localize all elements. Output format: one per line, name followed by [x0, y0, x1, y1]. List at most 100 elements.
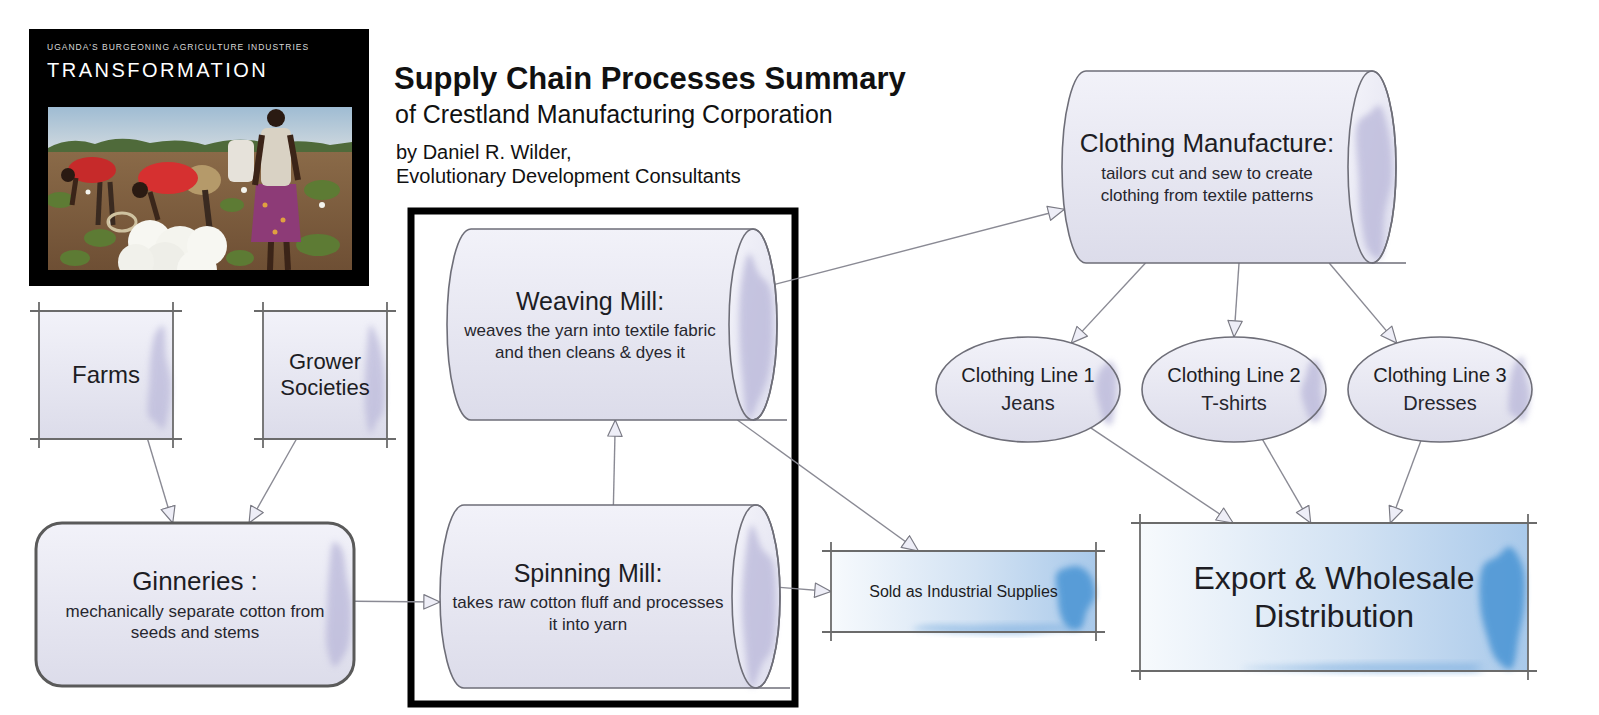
photo-cotton [177, 250, 217, 270]
box-edge [1527, 514, 1529, 680]
photo-cotton [118, 244, 154, 270]
photo-boll [241, 187, 247, 193]
node-heading: Grower Societies [275, 349, 375, 402]
photo-figure [205, 190, 210, 232]
box-edge [1139, 514, 1141, 680]
flow-arrow [148, 439, 173, 523]
cylinder-edge [440, 505, 780, 688]
panel-ground [29, 29, 369, 286]
node-body: takes raw cotton fluff and processes it … [450, 592, 726, 635]
cylinder-shade [742, 525, 776, 688]
node-body: weaves the yarn into textile fabric and … [457, 320, 723, 363]
photo-figure [61, 168, 75, 182]
box-shade [1056, 566, 1095, 630]
photo-basket [108, 213, 136, 231]
product-ellipse: Clothing Line 1 Jeans [936, 337, 1120, 442]
diagram-title: Supply Chain Processes Summary [394, 60, 906, 97]
product-ellipse: Clothing Line 2 T-shirts [1142, 337, 1326, 442]
node-outline [1140, 523, 1528, 671]
ellipse-fill [1142, 337, 1326, 442]
node-heading: Spinning Mill: [450, 558, 726, 588]
node-body: T-shirts [1157, 391, 1312, 416]
node-body: Jeans [951, 391, 1106, 416]
panel-heading: TRANSFORMATION [47, 58, 268, 82]
box-edge [30, 438, 182, 440]
flow-arrow [613, 420, 615, 505]
node-text: Spinning Mill: takes raw cotton fluff and… [450, 558, 726, 635]
photo-boll [86, 190, 91, 195]
node-outline [936, 337, 1120, 442]
box-edge [36, 523, 354, 686]
node-heading: Clothing Line 1 [951, 363, 1106, 387]
box-shade [326, 542, 351, 667]
node-outline [1142, 337, 1326, 442]
photo-figure [267, 109, 285, 127]
node-body: mechanically separate cotton from seeds … [54, 601, 336, 644]
cotton-photo [48, 107, 352, 270]
box-shade [148, 326, 171, 430]
photo-boll [319, 202, 325, 208]
photo-plant [48, 192, 74, 208]
source-box: Farms [39, 311, 173, 439]
outlet-box: Export & Wholesale Distribution [1140, 523, 1528, 671]
box-fill [1140, 523, 1528, 671]
box-fill [263, 311, 387, 439]
box-edge [254, 310, 396, 312]
box-edge [822, 550, 1105, 552]
ellipse-fill [936, 337, 1120, 442]
ellipse-edge [1142, 337, 1326, 442]
node-outline [1348, 337, 1532, 442]
box-edge [1131, 522, 1537, 524]
photo-figure [281, 218, 286, 223]
photo-figure [263, 203, 268, 208]
box-shade [1479, 547, 1524, 670]
photo-figure [251, 184, 301, 242]
cylinder-edge [1372, 262, 1406, 263]
node-text: Clothing Line 3Dresses [1363, 363, 1518, 416]
cylinder-edge [1348, 71, 1396, 263]
cylinder-face [1348, 71, 1396, 263]
node-heading: Export & Wholesale Distribution [1152, 559, 1516, 636]
author-line: by Daniel R. Wilder, [396, 140, 572, 164]
cylinder-edge [729, 229, 777, 420]
flow-arrow [1329, 263, 1397, 343]
node-text: Clothing Manufacture:tailors cut and sew… [1072, 128, 1342, 206]
flow-arrow [354, 601, 440, 603]
photo-figure [132, 182, 148, 198]
node-text: Clothing Line 1 Jeans [951, 363, 1106, 416]
box-edge [262, 302, 264, 448]
node-heading: Weaving Mill: [457, 286, 723, 316]
flow-arrow [249, 439, 296, 523]
box-edge [1095, 542, 1097, 641]
node-heading: Clothing Line 2 [1157, 363, 1312, 387]
box-edge [822, 631, 1105, 633]
box-edge [254, 438, 396, 440]
cylinder-face [729, 229, 777, 420]
product-ellipse: Clothing Line 3Dresses [1348, 337, 1532, 442]
photo-panel [29, 29, 369, 290]
outlet-box: Sold as Industrial Supplies [831, 551, 1096, 632]
photo-sky [48, 107, 352, 157]
cylinder-edge [1062, 71, 1396, 263]
cylinder-fill [1062, 71, 1396, 263]
node-heading: Ginneries : [54, 566, 336, 597]
flow-arrow [775, 209, 1065, 284]
cylinder-fill [440, 505, 780, 688]
photo-plant [304, 180, 340, 200]
cylinder-shade [739, 253, 773, 419]
photo-plant [84, 229, 116, 247]
photo-figure [98, 182, 100, 225]
flow-arrow [1262, 439, 1310, 523]
photo-plant [220, 198, 244, 212]
panel-kicker: UGANDA'S BURGEONING AGRICULTURE INDUSTRI… [47, 42, 309, 52]
photo-figure [255, 135, 262, 185]
box-edge [30, 310, 182, 312]
node-heading: Sold as Industrial Supplies [843, 582, 1084, 601]
cylinder-edge [753, 419, 787, 420]
node-text: Weaving Mill: weaves the yarn into textil… [457, 286, 723, 363]
node-heading: Clothing Line 3 [1363, 363, 1518, 387]
cylinder-face [732, 505, 780, 688]
cylinder-fill [447, 229, 777, 420]
photo-figure [290, 135, 298, 180]
